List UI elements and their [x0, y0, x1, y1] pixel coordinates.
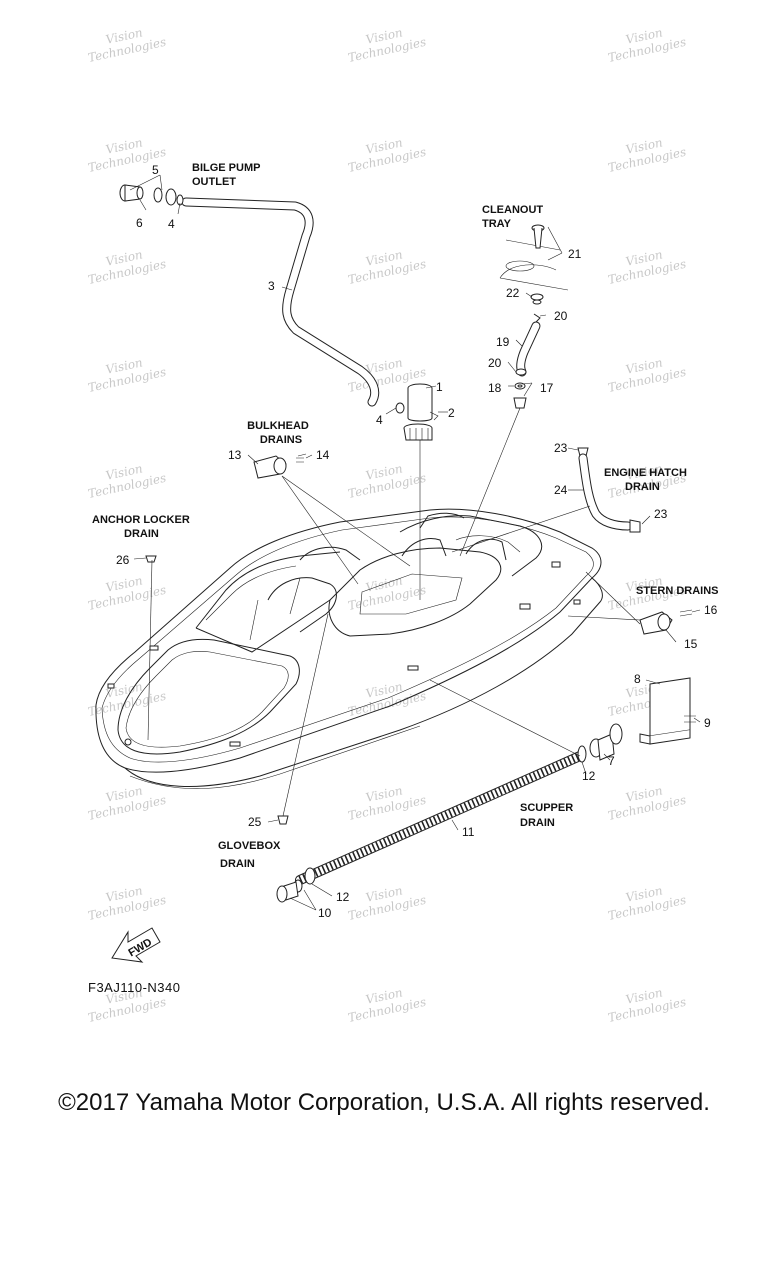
diagram-code: F3AJ110-N340 [88, 980, 180, 995]
engine-hatch-drain-parts [577, 447, 641, 533]
part-number: 8 [634, 672, 641, 686]
part-number: 4 [376, 413, 383, 427]
part-number: 14 [316, 448, 330, 462]
label-engine-hatch-drain-2: DRAIN [625, 481, 660, 493]
drain-plugs [145, 555, 289, 825]
part-number: 13 [228, 448, 242, 462]
label-bulkhead-drains-2: DRAINS [260, 434, 302, 446]
scupper-drain-hose [295, 751, 585, 885]
part-number: 20 [554, 309, 568, 323]
bracket-parts [639, 677, 696, 745]
part-numbers: 1 2 3 4 4 5 6 7 8 9 10 11 12 12 13 14 15… [116, 163, 718, 920]
part-number: 12 [336, 890, 350, 904]
label-anchor-locker-drain-1: ANCHOR LOCKER [92, 514, 190, 526]
scupper-fittings-aft [577, 723, 623, 763]
part-number: 20 [488, 356, 502, 370]
part-number: 17 [540, 381, 554, 395]
label-glovebox-drain-2: DRAIN [220, 858, 255, 870]
bilge-outlet-fittings [119, 184, 405, 414]
cleanout-tray-parts [499, 224, 569, 409]
watermark-text: Vision [364, 1077, 403, 1080]
bulkhead-drain-parts [253, 453, 307, 479]
label-cleanout-tray-2: TRAY [482, 218, 512, 230]
part-number: 22 [506, 286, 520, 300]
part-number: 5 [152, 163, 159, 177]
part-number: 6 [136, 216, 143, 230]
bilge-pump [403, 383, 439, 441]
label-glovebox-drain-1: GLOVEBOX [218, 840, 281, 852]
label-bilge-pump-outlet-2: OUTLET [192, 176, 236, 188]
boat-hull [95, 508, 603, 789]
part-number: 2 [448, 406, 455, 420]
section-labels: BILGE PUMP OUTLET CLEANOUT TRAY BULKHEAD… [92, 162, 719, 870]
label-bulkhead-drains-1: BULKHEAD [247, 420, 309, 432]
part-number: 10 [318, 906, 332, 920]
watermark-text: Vision [624, 1077, 663, 1080]
part-number: 9 [704, 716, 711, 730]
stern-drain-parts [639, 609, 693, 635]
part-number: 23 [554, 441, 568, 455]
part-number: 15 [684, 637, 698, 651]
copyright-notice: ©2017 Yamaha Motor Corporation, U.S.A. A… [58, 1089, 710, 1116]
label-engine-hatch-drain-1: ENGINE HATCH [604, 467, 687, 479]
label-anchor-locker-drain-2: DRAIN [124, 528, 159, 540]
part-number: 16 [704, 603, 718, 617]
label-cleanout-tray-1: CLEANOUT [482, 204, 543, 216]
watermark-text: Vision [104, 1077, 143, 1080]
leader-lines [129, 174, 701, 911]
label-bilge-pump-outlet-1: BILGE PUMP [192, 162, 260, 174]
part-number: 12 [582, 769, 596, 783]
part-number: 24 [554, 483, 568, 497]
part-number: 3 [268, 279, 275, 293]
bilge-pump-hose [181, 197, 380, 407]
part-number: 7 [608, 754, 615, 768]
fwd-arrow-label: FWD [126, 936, 154, 959]
part-number: 19 [496, 335, 510, 349]
part-number: 25 [248, 815, 262, 829]
label-scupper-drain-1: SCUPPER [520, 802, 573, 814]
part-number: 11 [462, 825, 475, 839]
label-scupper-drain-2: DRAIN [520, 817, 555, 829]
fwd-arrow: FWD [111, 927, 161, 963]
part-number: 18 [488, 381, 502, 395]
label-stern-drains: STERN DRAINS [636, 585, 719, 597]
part-number: 26 [116, 553, 130, 567]
part-number: 1 [436, 380, 443, 394]
scupper-fittings-fwd [276, 867, 316, 903]
part-number: 21 [568, 247, 582, 261]
part-number: 23 [654, 507, 668, 521]
part-number: 4 [168, 217, 175, 231]
